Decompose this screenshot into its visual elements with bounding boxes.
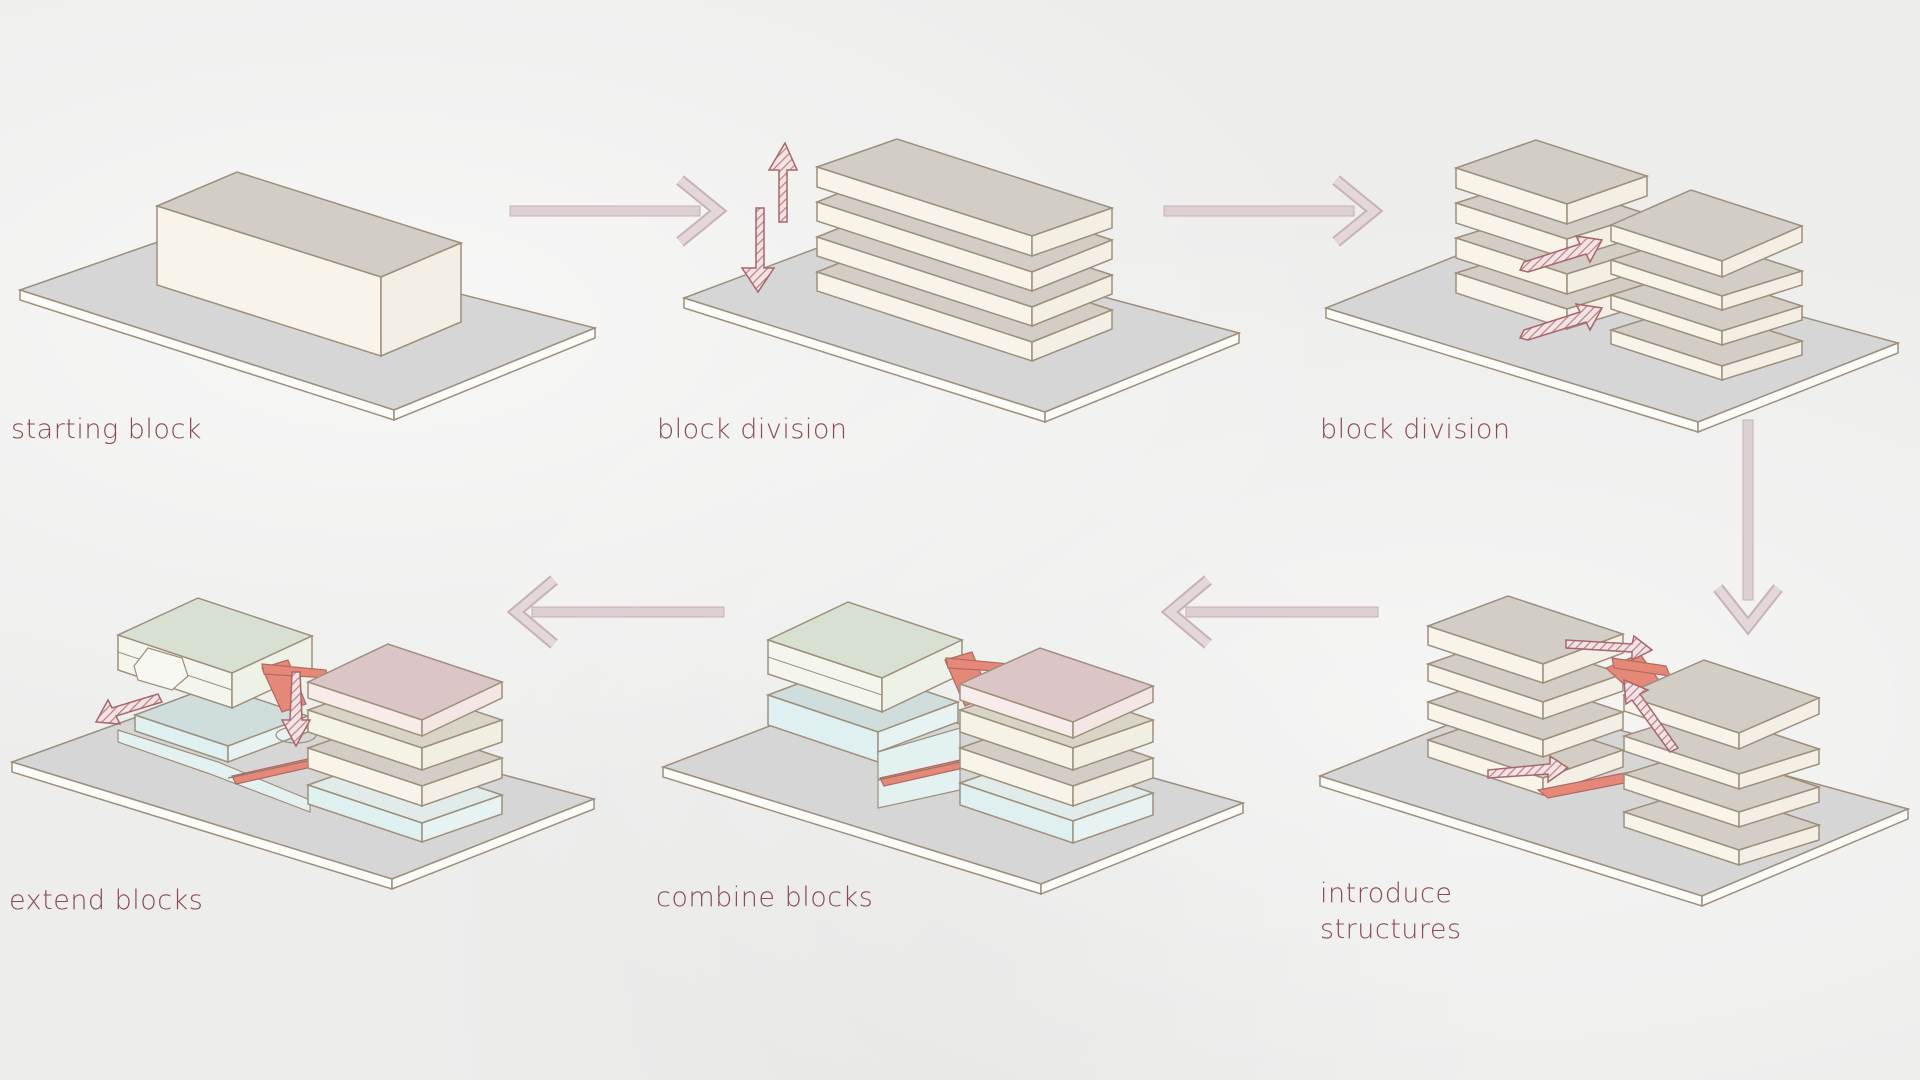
structure-arrows: [1487, 634, 1680, 784]
starting-block-mass: [154, 171, 464, 358]
step-label-introduce-structures: introduce structures: [1320, 878, 1462, 945]
step-introduce-structures-drawing: [1317, 595, 1911, 908]
shift-arrows: [1518, 235, 1604, 341]
slab-stack-right: [1608, 189, 1805, 382]
right-stack: [957, 647, 1156, 845]
step-combine-blocks-drawing: [660, 601, 1246, 896]
flow-arrow-right-2: [1163, 175, 1384, 247]
step-label-combine-blocks: combine blocks: [656, 882, 874, 913]
step-starting-block-drawing: [17, 171, 598, 422]
vertical-split-arrows: [740, 141, 799, 294]
extension-arrows: [94, 671, 312, 748]
blue-ground-volume: [117, 684, 311, 813]
step-block-division-2-drawing: [1323, 139, 1901, 434]
flow-arrow-right-1: [509, 175, 728, 247]
step-extend-blocks-drawing: [9, 597, 597, 891]
green-top-block: [765, 601, 965, 714]
step-label-starting-block: starting block: [11, 414, 202, 445]
slab-stack-left: [1425, 595, 1626, 797]
flow-arrow-left-1: [1160, 575, 1379, 649]
step-label-block-division: block division: [657, 414, 848, 445]
slab-stack-right: [1621, 659, 1822, 867]
step-label-block-division-2: block division: [1320, 414, 1511, 445]
step-label-extend-blocks: extend blocks: [9, 885, 204, 916]
flow-arrow-left-2: [506, 575, 725, 649]
slab-stack: [814, 138, 1115, 363]
step-block-division-drawing: [681, 138, 1242, 424]
flow-arrow-down: [1713, 419, 1783, 636]
right-stack: [305, 643, 505, 844]
